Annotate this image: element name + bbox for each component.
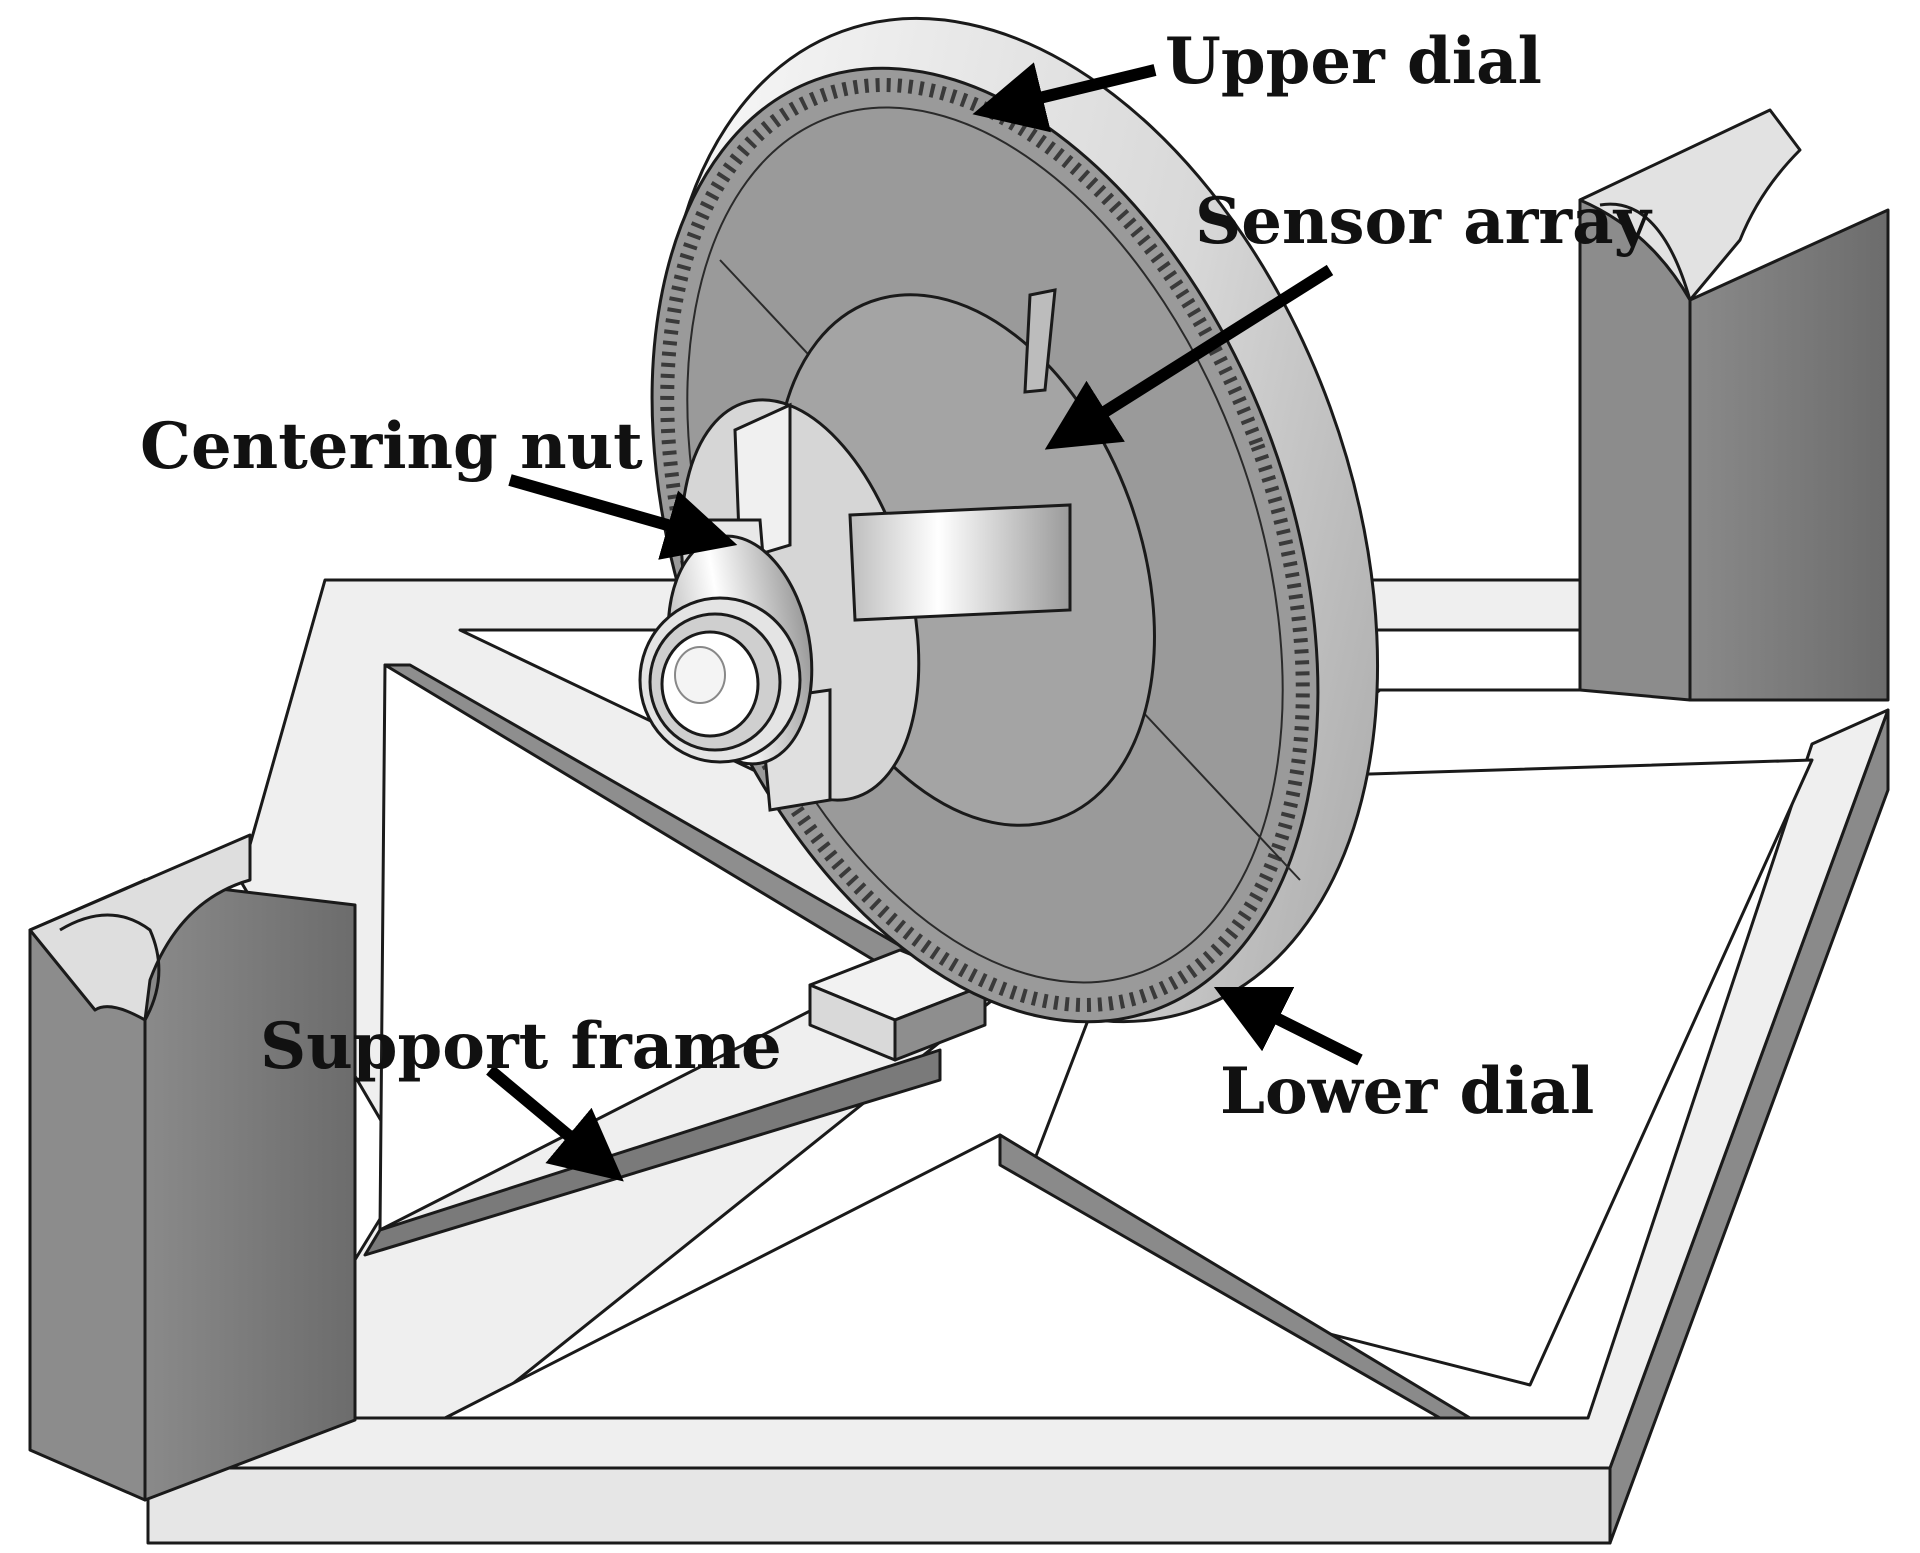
- arrow-upper-dial: [972, 62, 1157, 133]
- label-sensor-array: Sensor array: [1195, 184, 1651, 259]
- label-lower-dial: Lower dial: [1220, 1054, 1595, 1129]
- label-upper-dial: Upper dial: [1165, 24, 1542, 99]
- arrow-support-frame: [486, 1065, 624, 1182]
- frame-base-front: [146, 1466, 1612, 1545]
- arrow-lower-dial: [1213, 986, 1363, 1066]
- right-post-side: [1688, 208, 1890, 702]
- dial-assembly: [638, 16, 1379, 1024]
- frame-center-step-side: [893, 983, 987, 1062]
- left-post-side: [143, 878, 357, 1502]
- callout-arrows: [486, 62, 1363, 1182]
- frame-crossbar-side-b: [363, 1048, 942, 1257]
- right-post-cradle: [1578, 108, 1802, 302]
- label-support-frame: Support frame: [260, 1009, 782, 1084]
- arrow-centering-nut: [508, 474, 738, 560]
- label-centering-nut: Centering nut: [140, 409, 643, 484]
- arrow-sensor-array: [1044, 264, 1334, 450]
- frame-crossbar-side-c: [998, 1133, 1472, 1420]
